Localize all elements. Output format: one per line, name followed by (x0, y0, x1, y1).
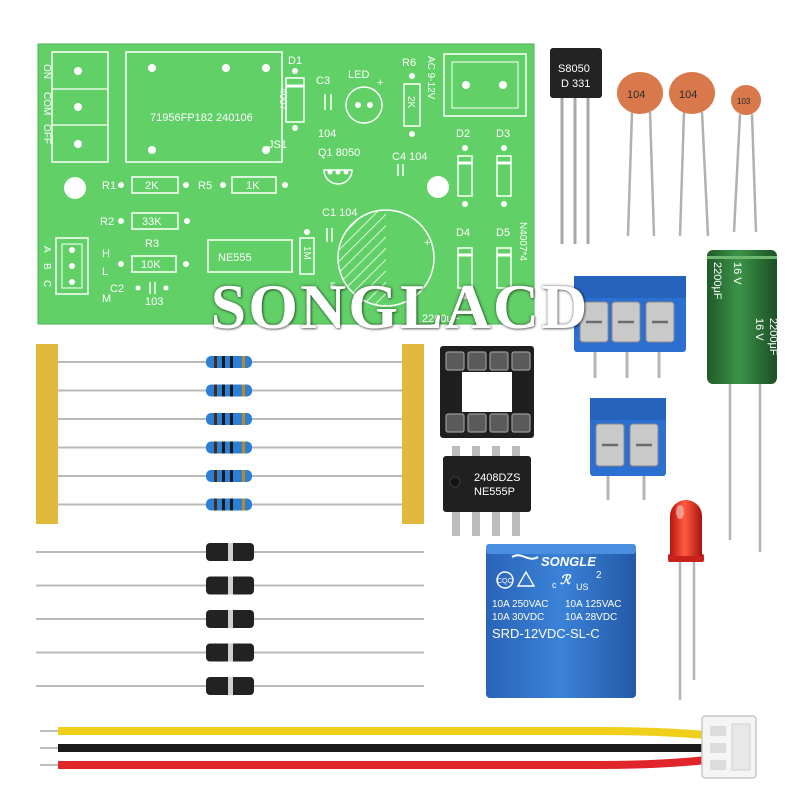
label-rp: 1M (301, 246, 312, 260)
label-r2: R2 (100, 216, 114, 228)
label-diode-series: N4007*4 (517, 222, 528, 261)
diode (36, 610, 424, 628)
led-red (668, 500, 704, 700)
label-q1: Q1 8050 (318, 147, 360, 159)
label-r1-value: 2K (145, 180, 159, 192)
cap-voltage-2: 16 V (753, 318, 765, 341)
label-r3: R3 (145, 238, 159, 250)
ceramic-capacitor: 104 (617, 72, 663, 237)
label-r2-value: 33K (142, 216, 162, 228)
pcb-board: ON COM OFF 71956FP182 240106 JS1 D1 4007… (37, 43, 535, 325)
label-c2: C2 (110, 283, 124, 295)
ic-chip-ne555: 2408DZS NE555P (443, 446, 531, 536)
label-ic: NE555 (218, 252, 252, 264)
label-c1: C1 104 (322, 207, 357, 219)
ic-mark-1: 2408DZS (474, 472, 520, 484)
label-c3: C3 (316, 75, 330, 87)
resistor (58, 441, 402, 454)
relay-footprint-print: 71956FP182 240106 (150, 112, 253, 124)
wire-harness (40, 715, 757, 779)
resistor (58, 384, 402, 397)
ceramic-cap-label-1: 104 (627, 89, 645, 101)
relay-cert-us: US (576, 582, 589, 592)
label-cap-value: 2200uF (422, 313, 460, 325)
svg-text:ℛ: ℛ (560, 572, 572, 587)
resistor (58, 498, 402, 511)
diode (36, 643, 424, 662)
ic-socket-dip8 (440, 346, 534, 438)
label-r5-value: 1K (246, 180, 260, 192)
transistor-s8050: S8050 D 331 (550, 48, 602, 244)
ceramic-cap-label-3: 103 (737, 97, 751, 106)
label-r6-value: 2K (405, 96, 416, 109)
diode (36, 576, 424, 595)
label-js1: JS1 (268, 139, 287, 151)
ceramic-cap-label-2: 104 (679, 89, 697, 101)
label-led-plus: + (377, 77, 383, 89)
label-cap-plus: + (424, 237, 430, 249)
label-r5: R5 (198, 180, 212, 192)
cap-voltage-1: 16 V (731, 262, 743, 285)
label-c2-value: 103 (145, 296, 163, 308)
label-r3-value: 10K (141, 259, 161, 271)
relay-model: SRD-12VDC-SL-C (492, 626, 600, 641)
label-d1: D1 (288, 55, 302, 67)
relay-cert-c: c (552, 580, 557, 590)
label-on: ON (41, 64, 52, 79)
relay-brand: SONGLE (541, 554, 596, 569)
label-ac-input: AC 9-12V (425, 56, 436, 100)
label-c5: 5 (330, 281, 336, 293)
label-c3-value: 104 (318, 128, 336, 140)
relay-rating-4: 10A 28VDC (565, 612, 617, 623)
resistor (58, 413, 402, 425)
relay-cert-cqc: CQC (497, 578, 513, 585)
resistor-strip (36, 344, 424, 524)
terminal-block-3pin (574, 276, 686, 378)
relay-songle: SONGLE CQC c ℛ US 2 10A 250VAC 10A 125VA… (486, 544, 636, 698)
label-h: H (102, 248, 110, 260)
label-d1-value: 4007 (277, 88, 288, 111)
watermark-text: SONGLACD (210, 271, 590, 342)
label-d3: D3 (496, 128, 510, 140)
transistor-mark-2: D 331 (561, 78, 590, 90)
ceramic-capacitor: 103 (731, 85, 761, 233)
ceramic-capacitor: 104 (669, 72, 715, 237)
transistor-mark-1: S8050 (558, 63, 590, 75)
label-com: COM (41, 92, 52, 115)
label-l: L (102, 266, 108, 278)
label-r6: R6 (402, 57, 416, 69)
label-off: OFF (41, 124, 52, 144)
label-d5: D5 (496, 227, 510, 239)
resistor (58, 356, 402, 368)
electrolytic-capacitor: 2200μF 16 V 16 V 2200μF (707, 250, 779, 552)
diode (36, 543, 424, 561)
resistor (58, 470, 402, 482)
label-c: C (41, 280, 52, 287)
label-c4: C4 104 (392, 151, 427, 163)
cap-value-1: 2200μF (711, 262, 723, 300)
mounting-hole (427, 176, 449, 198)
label-d2: D2 (456, 128, 470, 140)
label-r1: R1 (102, 180, 116, 192)
relay-rating-1: 10A 250VAC (492, 599, 549, 610)
diode (36, 677, 424, 695)
cap-value-2: 2200μF (767, 318, 779, 356)
relay-cert-num: 2 (596, 570, 602, 581)
relay-rating-2: 10A 125VAC (565, 599, 622, 610)
terminal-block-2pin (590, 398, 666, 500)
pcb-output-labels: ON COM OFF (41, 64, 52, 144)
label-a: A (41, 246, 52, 253)
label-b: B (41, 263, 52, 270)
label-led: LED (348, 69, 369, 81)
mounting-hole (64, 177, 86, 199)
ic-mark-2: NE555P (474, 486, 515, 498)
label-m: M (102, 293, 111, 305)
label-d4: D4 (456, 227, 470, 239)
diode-set (36, 543, 424, 695)
relay-rating-3: 10A 30VDC (492, 612, 544, 623)
